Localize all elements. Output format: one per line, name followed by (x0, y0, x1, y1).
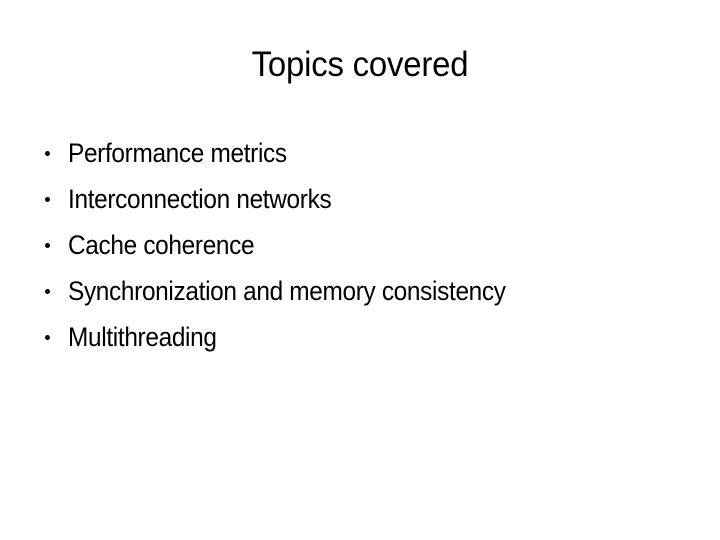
list-item: Synchronization and memory consistency (44, 268, 684, 314)
list-item-label: Interconnection networks (68, 184, 332, 214)
bullet-dot-icon (45, 335, 50, 340)
page-title: Topics covered (251, 45, 469, 84)
bullet-dot-icon (45, 151, 50, 156)
topics-bullet-list: Performance metrics Interconnection netw… (44, 130, 684, 360)
list-item-label: Multithreading (68, 322, 217, 352)
list-item: Interconnection networks (44, 176, 684, 222)
list-item-label: Cache coherence (68, 230, 255, 260)
bullet-dot-icon (45, 197, 50, 202)
bullet-dot-icon (45, 289, 50, 294)
list-item: Cache coherence (44, 222, 684, 268)
list-item-label: Performance metrics (68, 138, 287, 168)
bullet-dot-icon (45, 243, 50, 248)
list-item: Performance metrics (44, 130, 684, 176)
list-item-label: Synchronization and memory consistency (68, 276, 506, 306)
list-item: Multithreading (44, 314, 684, 360)
